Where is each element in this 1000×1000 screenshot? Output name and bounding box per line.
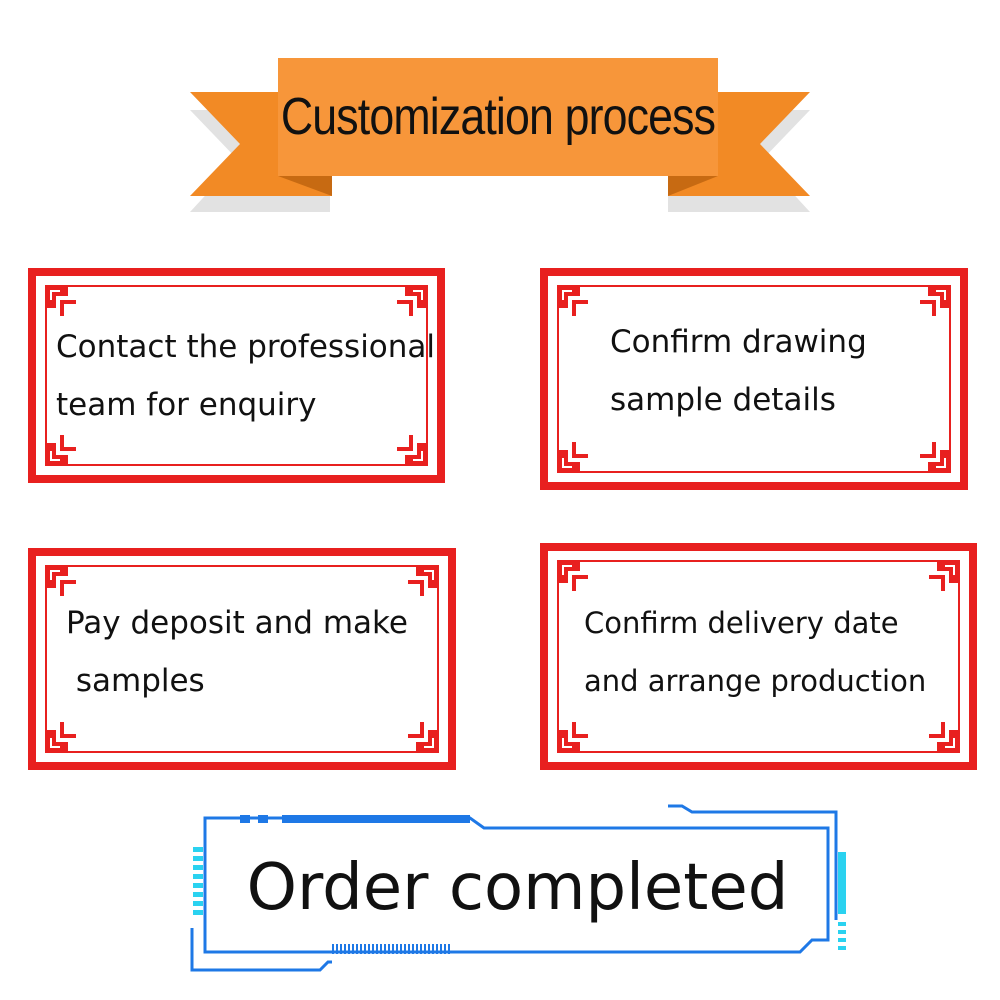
step-4-line-2: and arrange production [584,664,927,698]
order-top-dash-2 [258,815,268,823]
bottom-tick [408,944,410,954]
bottom-tick [360,944,362,954]
bottom-tick [416,944,418,954]
step-3-text: Pay deposit and make samples [66,594,408,710]
order-left-ticks [193,847,203,915]
bottom-tick [336,944,338,954]
bottom-tick [396,944,398,954]
order-top-dash-1 [240,815,250,823]
bottom-tick [388,944,390,954]
banner-title: Customization process [280,88,716,146]
left-tick [193,883,203,888]
left-tick [193,901,203,906]
bottom-tick [384,944,386,954]
right-tick [838,922,846,926]
left-tick [193,910,203,915]
right-tick [838,946,846,950]
bottom-tick [340,944,342,954]
bottom-tick [368,944,370,954]
bottom-tick [412,944,414,954]
step-1-line-1: Contact the professional [56,329,436,365]
left-tick [193,856,203,861]
bottom-tick [436,944,438,954]
banner-right-fold [668,176,718,196]
step-4-frame [540,543,977,770]
step-1-line-2: team for enquiry [56,387,317,423]
order-outer-line-top [668,804,838,920]
bottom-tick [432,944,434,954]
bottom-tick [364,944,366,954]
left-tick [193,874,203,879]
order-right-bar [838,852,846,914]
order-right-ticks [838,922,846,950]
bottom-tick [400,944,402,954]
bottom-tick [348,944,350,954]
bottom-tick [448,944,450,954]
step-1-frame [28,268,445,483]
step-2-line-1: Confirm drawing [610,324,867,360]
step-1-text: Contact the professional team for enquir… [56,318,435,434]
order-top-bar [282,815,470,823]
bottom-tick [428,944,430,954]
bottom-tick [424,944,426,954]
order-bottom-ticks [332,944,450,954]
banner-panel [278,58,718,176]
bottom-tick [352,944,354,954]
order-frame-outline [203,816,830,954]
right-tick [838,930,846,934]
bottom-tick [444,944,446,954]
bottom-tick [356,944,358,954]
step-4-line-1: Confirm delivery date [584,606,899,640]
step-2-frame [540,268,968,490]
bottom-tick [332,944,334,954]
order-outer-line-bottom [190,928,332,972]
step-2-line-2: sample details [610,382,836,418]
step-3-line-1: Pay deposit and make [66,605,408,641]
order-completed-label: Order completed [246,851,789,925]
bottom-tick [392,944,394,954]
bottom-tick [380,944,382,954]
bottom-tick [376,944,378,954]
bottom-tick [420,944,422,954]
left-tick [193,847,203,852]
bottom-tick [372,944,374,954]
right-tick [838,938,846,942]
bottom-tick [344,944,346,954]
banner-left-fold [278,176,332,196]
step-3-frame [28,548,456,770]
left-tick [193,892,203,897]
step-2-text: Confirm drawing sample details [610,313,867,429]
step-3-line-2: samples [66,663,205,699]
bottom-tick [440,944,442,954]
step-4-text: Confirm delivery date and arrange produc… [584,594,926,710]
left-tick [193,865,203,870]
bottom-tick [404,944,406,954]
